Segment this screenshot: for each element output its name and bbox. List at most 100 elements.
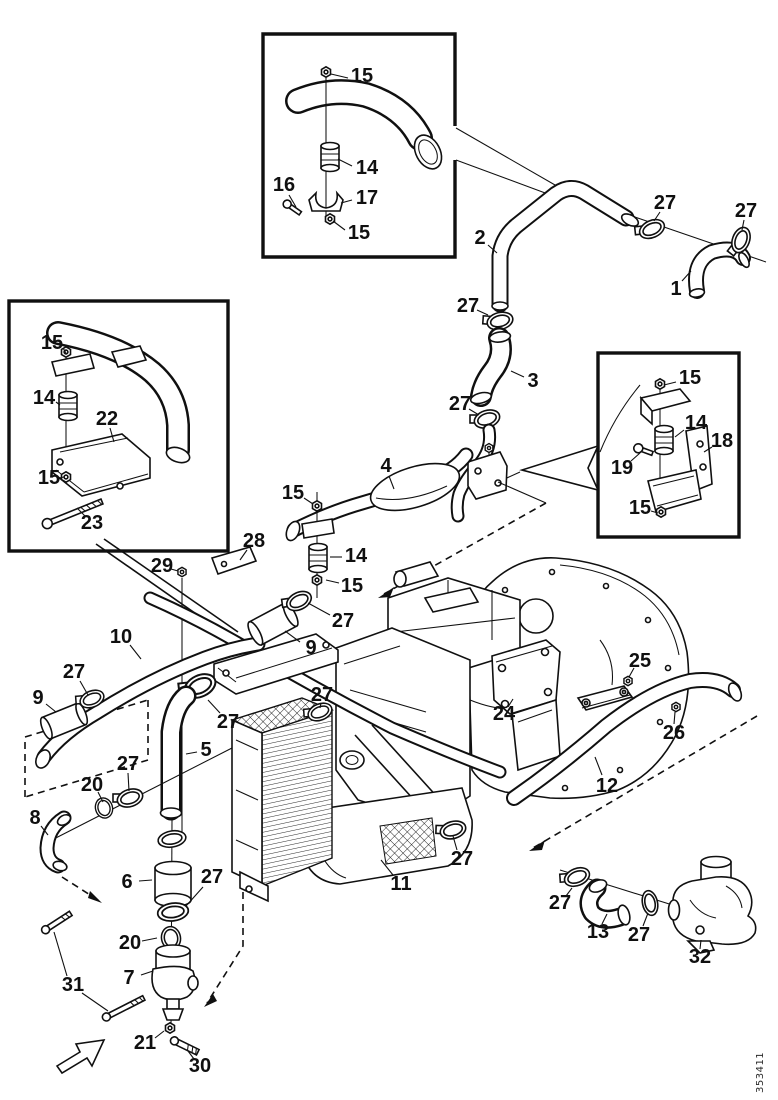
callout-26: 26 [663,722,685,744]
pipe-bracket [467,451,508,500]
leader-line [650,510,659,514]
leader-line [594,756,603,776]
callout-4: 4 [380,455,392,477]
callout-27: 27 [117,753,139,775]
callout-12: 12 [596,775,618,797]
leader-line [325,579,340,584]
leader-line [53,931,68,977]
thermostat-group [556,855,757,954]
leader-line [76,507,86,517]
oil-cooler-core [261,709,333,888]
callout-9: 9 [305,637,316,659]
leader-line [109,427,115,443]
nut-21 [164,1021,176,1034]
callout-25: 25 [629,650,651,672]
leader-line [630,452,641,462]
callout-13: 13 [587,921,609,943]
callout-27: 27 [654,192,676,214]
leader-line [663,381,677,386]
sleeve-6 [154,860,192,908]
clamp-bracket-17 [308,190,344,212]
leader-line [154,1030,165,1039]
callout-3: 3 [527,370,538,392]
clamp-27 [641,889,659,917]
leader-line [510,370,525,378]
bolt-31 [101,994,147,1022]
callout-27: 27 [63,661,85,683]
callout-27: 27 [217,711,239,733]
pipe-4-assembly [285,447,474,598]
callout-15: 15 [282,482,304,504]
leader-line [284,630,301,643]
leader-line [476,309,489,316]
callout-15: 15 [341,575,363,597]
leader-line [319,702,322,709]
leader-line [239,549,248,561]
bolt-29 [177,566,187,578]
pipe-12-assembly [506,672,743,806]
nut-26 [671,701,681,713]
callout-8: 8 [29,807,40,829]
left-hose-network [35,538,507,874]
callout-17: 17 [356,187,378,209]
callout-20: 20 [81,774,103,796]
leader-line [507,698,514,708]
leader-line [468,408,480,416]
callout-7: 7 [123,967,134,989]
callout-5: 5 [200,739,211,761]
leader-line [58,476,65,479]
callout-21: 21 [134,1032,156,1054]
stud-30 [169,1036,201,1057]
bolt-31 [40,910,74,935]
leader-line [380,859,394,876]
leader-line [330,73,349,79]
leader-line [127,772,130,792]
leader-line [129,644,142,660]
callout-27: 27 [332,610,354,632]
callout-32: 32 [689,946,711,968]
leader-line [340,199,353,204]
leader-line [332,220,346,231]
filter-stack [40,819,201,1075]
callout-27: 27 [735,200,757,222]
callout-9: 9 [32,687,43,709]
callout-20: 20 [119,932,141,954]
leader-line [303,497,314,505]
callout-6: 6 [121,871,132,893]
callout-16: 16 [273,174,295,196]
callout-30: 30 [189,1055,211,1077]
leader-line [681,270,692,282]
leader-line [699,939,702,950]
inset-left-parts [41,321,191,530]
bolt-16 [282,199,303,217]
callout-14: 14 [345,545,368,567]
pipe-2-assembly [455,127,767,313]
bolt-23 [41,498,104,530]
leader-line [452,835,458,851]
leader-line [674,429,685,438]
callout-23: 23 [81,512,103,534]
callout-2: 2 [474,227,485,249]
inset-right-parts [599,377,713,519]
callout-15: 15 [679,367,701,389]
inset-box-left [7,299,230,553]
thermostat-housing-32 [667,855,757,954]
hose-9 [247,602,299,646]
leader-line [138,879,153,882]
inset-box-right [497,351,741,539]
leader-line [141,937,158,942]
leader-line [45,703,57,713]
callout-15: 15 [629,497,651,519]
callout-27: 27 [201,866,223,888]
leader-line [388,475,395,490]
filter-housing-7 [151,944,199,1021]
callout-15: 15 [38,467,60,489]
leader-line [97,791,104,803]
hose-3-assembly [450,308,516,523]
leader-line [207,699,221,714]
leader-line [288,194,297,208]
engine-assembly [229,557,690,903]
leader-line [703,446,713,453]
